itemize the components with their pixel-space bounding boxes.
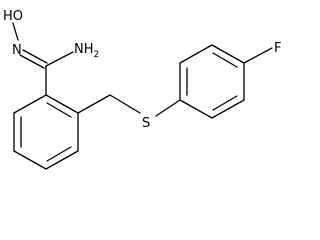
sulfur-label: S <box>142 116 150 131</box>
ring2-inner-3 <box>212 95 238 111</box>
ring1-bond-1 <box>45 94 79 114</box>
amine-n-label: NH <box>74 42 94 57</box>
ring2-inner-2 <box>212 52 238 68</box>
oxime-nitrogen-label: N <box>12 43 22 58</box>
ring1-bond-3 <box>45 150 79 170</box>
bond-ch2-s <box>109 94 141 114</box>
bond-o-n <box>12 22 19 41</box>
amine-subscript: 2 <box>94 50 100 60</box>
ring1-inner-2 <box>46 146 72 162</box>
ring1-bond-6 <box>13 94 47 114</box>
ring2-bond-5 <box>211 99 245 119</box>
fluorine-label: F <box>274 41 281 56</box>
hydroxyl-label: HO <box>3 9 23 24</box>
bond-n-c-double-b <box>22 49 48 64</box>
ring2-bond-2 <box>179 44 213 64</box>
ring1-bond-4 <box>13 150 47 170</box>
ring2-bond-3 <box>211 44 245 64</box>
bond-ring2-f <box>243 47 273 64</box>
structure-diagram: HO N NH2 S F <box>3 9 281 170</box>
bond-ring-ch2 <box>77 94 111 114</box>
bond-s-ring2 <box>155 99 181 117</box>
ring1-inner-1 <box>46 102 72 118</box>
amine-label: NH2 <box>74 42 99 60</box>
bond-n-c-double-a <box>19 54 45 69</box>
bond-c-nh2 <box>45 51 74 67</box>
ring2-bond-6 <box>179 99 213 119</box>
